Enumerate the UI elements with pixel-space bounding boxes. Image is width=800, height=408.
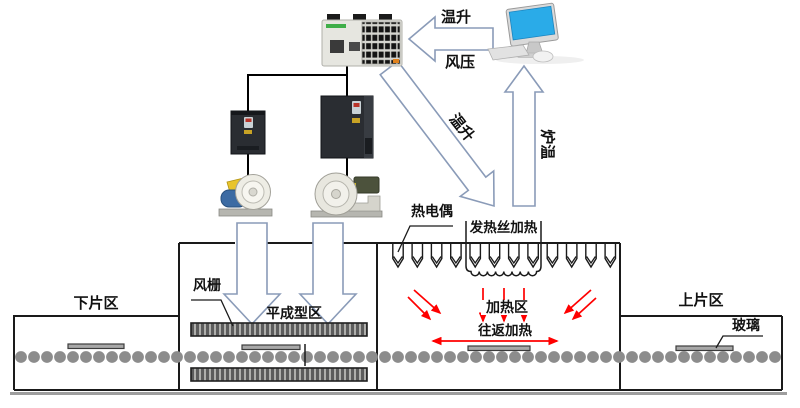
glass-sheet-forming bbox=[241, 344, 301, 351]
blower-small-icon bbox=[218, 174, 273, 217]
air-grid-top-bar bbox=[190, 322, 368, 337]
label-glass: 玻璃 bbox=[732, 317, 760, 333]
furnace-walls bbox=[13, 242, 783, 391]
arrow-furnace-temp-up bbox=[503, 64, 545, 207]
label-reciprocating-heating: 往返加热 bbox=[473, 323, 537, 339]
label-heating-wire: 发热丝加热 bbox=[469, 220, 538, 235]
glass-sheet-loading bbox=[675, 345, 734, 352]
blower-large-icon bbox=[310, 172, 383, 218]
glass-sheet-unloading bbox=[67, 343, 125, 350]
label-unloading-zone: 下片区 bbox=[73, 295, 119, 312]
arrow-computer-to-plc bbox=[407, 15, 494, 63]
label-air-grid: 风栅 bbox=[193, 277, 221, 293]
air-grid-pointer bbox=[191, 299, 234, 327]
label-wind-pressure: 风压 bbox=[444, 54, 475, 71]
glass-sheet-heating bbox=[467, 345, 531, 352]
heating-elements bbox=[392, 244, 617, 269]
vfd-small-icon bbox=[230, 110, 266, 155]
arrow-airflow-left bbox=[222, 222, 282, 326]
plc-controller-icon bbox=[321, 14, 403, 67]
glass-pointer bbox=[715, 335, 763, 349]
arrow-temp-rise-diagonal bbox=[379, 60, 495, 208]
control-wires bbox=[247, 66, 348, 180]
air-grid-bottom-bar bbox=[190, 367, 368, 382]
computer-icon bbox=[487, 2, 584, 64]
arrow-airflow-right bbox=[298, 222, 358, 326]
vfd-large-icon bbox=[320, 95, 374, 159]
label-temp-rise-top: 温升 bbox=[440, 9, 471, 26]
label-furnace-temp: 炉温 bbox=[538, 129, 556, 160]
label-loading-zone: 上片区 bbox=[678, 292, 724, 309]
thermocouple-pointer bbox=[397, 225, 453, 253]
label-flat-forming-zone: 平成型区 bbox=[266, 305, 322, 321]
heating-wire-coil bbox=[465, 221, 542, 277]
label-thermocouple: 热电偶 bbox=[411, 203, 453, 219]
label-heating-zone: 加热区 bbox=[481, 299, 533, 316]
conveyor-rollers bbox=[15, 351, 781, 363]
